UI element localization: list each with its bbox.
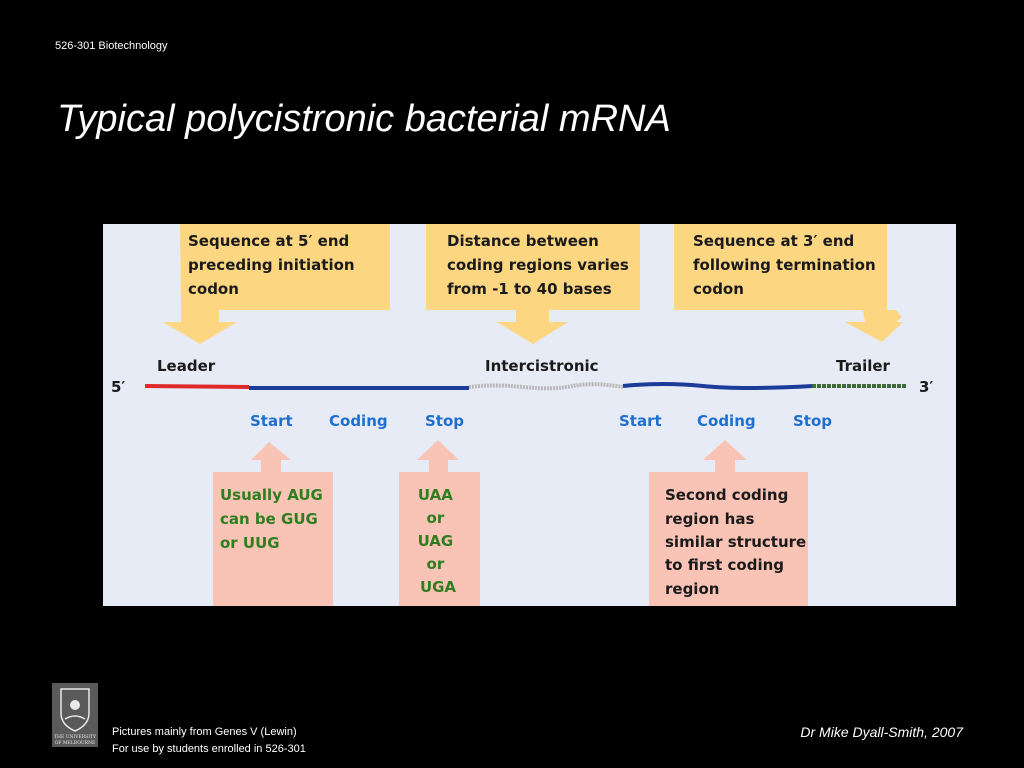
bottom-callout-start: Usually AUG can be GUG or UUG xyxy=(213,442,333,606)
bottom2-line4: or xyxy=(427,555,445,573)
credit-line-2: For use by students enrolled in 526-301 xyxy=(112,743,306,755)
svg-text:Second coding region h: Second coding region has similar structu… xyxy=(665,486,811,598)
top2-line3: from -1 to 40 bases xyxy=(447,280,612,298)
svg-text:Sequence at 3′ end fol: Sequence at 3′ end following termination… xyxy=(693,232,881,298)
svg-text:Distance between codin: Distance between coding regions varies f… xyxy=(447,232,634,298)
top3-line2: following termination xyxy=(693,256,876,274)
author-credit: Dr Mike Dyall-Smith, 2007 xyxy=(800,724,963,740)
top3-line1: Sequence at 3′ end xyxy=(693,232,854,250)
bottom2-line3: UAG xyxy=(418,532,454,550)
bottom1-line2: can be GUG xyxy=(220,510,318,528)
three-prime-label: 3′ xyxy=(919,378,933,396)
svg-text:Sequence at 5′ end pre: Sequence at 5′ end preceding initiation … xyxy=(188,232,360,298)
stop-label-2: Stop xyxy=(793,412,832,430)
bottom3-line3: similar structure xyxy=(665,533,806,551)
top1-line3: codon xyxy=(188,280,239,298)
top-callout-intercistronic: Distance between coding regions varies f… xyxy=(426,224,640,344)
bottom1-line1: Usually AUG xyxy=(220,486,323,504)
logo-line1: THE UNIVERSITY xyxy=(54,734,97,740)
bottom2-line5: UGA xyxy=(420,578,456,596)
intercistronic-label: Intercistronic xyxy=(485,357,599,375)
slide-title: Typical polycistronic bacterial mRNA xyxy=(57,98,671,140)
credit-line-1: Pictures mainly from Genes V (Lewin) xyxy=(112,726,297,738)
start-label-2: Start xyxy=(619,412,662,430)
coding-label-1: Coding xyxy=(329,412,388,430)
start-label-1: Start xyxy=(250,412,293,430)
course-label: 526-301 Biotechnology xyxy=(55,40,168,52)
coding-label-2: Coding xyxy=(697,412,756,430)
bottom-callout-stop: UAA or UAG or UGA xyxy=(399,440,480,606)
top-callout-3prime: Sequence at 3′ end following termination… xyxy=(674,224,903,342)
intercistronic-segment xyxy=(468,382,624,391)
top-callout-5prime: Sequence at 5′ end preceding initiation … xyxy=(163,224,390,344)
svg-text:Usually AUG can be GUG: Usually AUG can be GUG or UUG xyxy=(220,486,328,552)
top1-line2: preceding initiation xyxy=(188,256,355,274)
top2-line2: coding regions varies xyxy=(447,256,629,274)
bottom3-line4: to first coding xyxy=(665,556,784,574)
bottom2-line1: UAA xyxy=(418,486,453,504)
mrna-diagram: Sequence at 5′ end preceding initiation … xyxy=(103,224,956,606)
trailer-label: Trailer xyxy=(836,357,891,375)
bottom3-line2: region has xyxy=(665,510,754,528)
bottom3-line5: region xyxy=(665,580,719,598)
bottom1-line3: or UUG xyxy=(220,534,280,552)
five-prime-label: 5′ xyxy=(111,378,125,396)
svg-text:UAA or UAG: UAA or UAG or UGA xyxy=(418,486,459,596)
bottom2-line2: or xyxy=(427,509,445,527)
bottom-callout-second-region: Second coding region has similar structu… xyxy=(649,440,811,606)
footer-credit: Pictures mainly from Genes V (Lewin) For… xyxy=(112,724,306,758)
top3-line3: codon xyxy=(693,280,744,298)
bottom3-line1: Second coding xyxy=(665,486,788,504)
top2-line1: Distance between xyxy=(447,232,599,250)
top1-line1: Sequence at 5′ end xyxy=(188,232,349,250)
coding-segment-2 xyxy=(622,382,813,390)
university-logo: THE UNIVERSITY OF MELBOURNE xyxy=(52,683,98,747)
leader-segment xyxy=(144,384,250,389)
leader-label: Leader xyxy=(157,357,216,375)
stop-label-1: Stop xyxy=(425,412,464,430)
logo-line2: OF MELBOURNE xyxy=(55,740,96,746)
